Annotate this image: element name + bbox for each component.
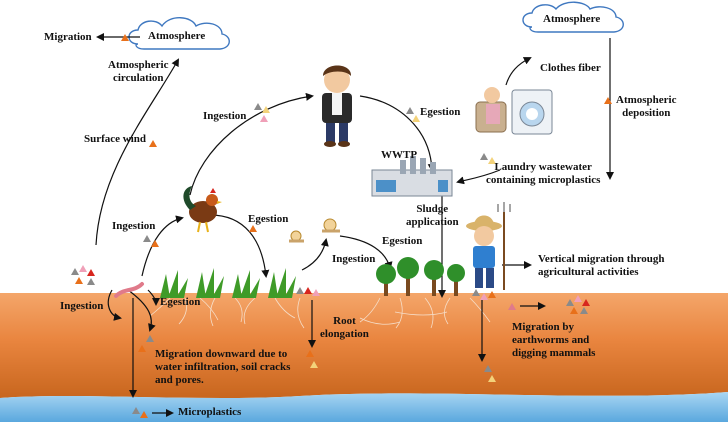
- earthworm-icon: [114, 282, 144, 298]
- egestion-human-label: Egestion: [420, 106, 461, 118]
- boy-icon: [322, 65, 352, 147]
- ingestion-snail-label: Ingestion: [332, 253, 376, 265]
- ingestion-human-label: Ingestion: [203, 110, 247, 122]
- cloud-right-label: Atmosphere: [543, 13, 601, 25]
- root-elongation-label: Root elongation: [320, 315, 369, 340]
- vertical-migration-label: Vertical migration through agricultural …: [538, 253, 665, 278]
- rooster-icon: [183, 186, 222, 233]
- cloud-left-icon: [128, 17, 230, 50]
- migration-earthworms-label: Migration by earthworms and digging mamm…: [512, 321, 596, 359]
- soil-layer: [0, 293, 728, 398]
- washing-machine-icon: [475, 87, 553, 135]
- plant-roots: [149, 297, 491, 329]
- grass-icon: [160, 268, 296, 298]
- cloud-right-icon: [522, 1, 624, 33]
- atmospheric-deposition-label: Atmospheric deposition: [616, 94, 677, 119]
- wwtp-icon: [371, 156, 453, 197]
- ingestion-rooster-label: Ingestion: [112, 220, 156, 232]
- farmer-icon: [466, 202, 511, 290]
- flow-arrows: [95, 33, 614, 417]
- wwtp-label: WWTP: [381, 149, 418, 161]
- migration-downward-label: Migration downward due to water infiltra…: [155, 348, 291, 386]
- migration-top-label: Migration: [44, 31, 92, 43]
- sludge-application-label: Sludge application: [406, 203, 459, 228]
- surface-wind-label: Surface wind: [84, 133, 147, 145]
- microplastic-particles: [71, 34, 612, 418]
- ingestion-worm-label: Ingestion: [60, 300, 104, 312]
- groundwater-layer: [0, 392, 728, 422]
- egestion-worm-label: Egestion: [160, 296, 201, 308]
- laundry-wastewater-label: Laundry wastewater containing microplast…: [486, 161, 601, 186]
- cloud-left-label: Atmosphere: [148, 30, 206, 42]
- snail-icon: [289, 218, 340, 243]
- egestion-rooster-label: Egestion: [248, 213, 289, 225]
- atmospheric-circulation-label: Atmospheric circulation: [108, 59, 169, 84]
- clothes-fiber-label: Clothes fiber: [540, 62, 601, 74]
- microplastics-label: Microplastics: [178, 406, 242, 418]
- egestion-snail-label: Egestion: [382, 235, 423, 247]
- tree-icon: [376, 257, 465, 296]
